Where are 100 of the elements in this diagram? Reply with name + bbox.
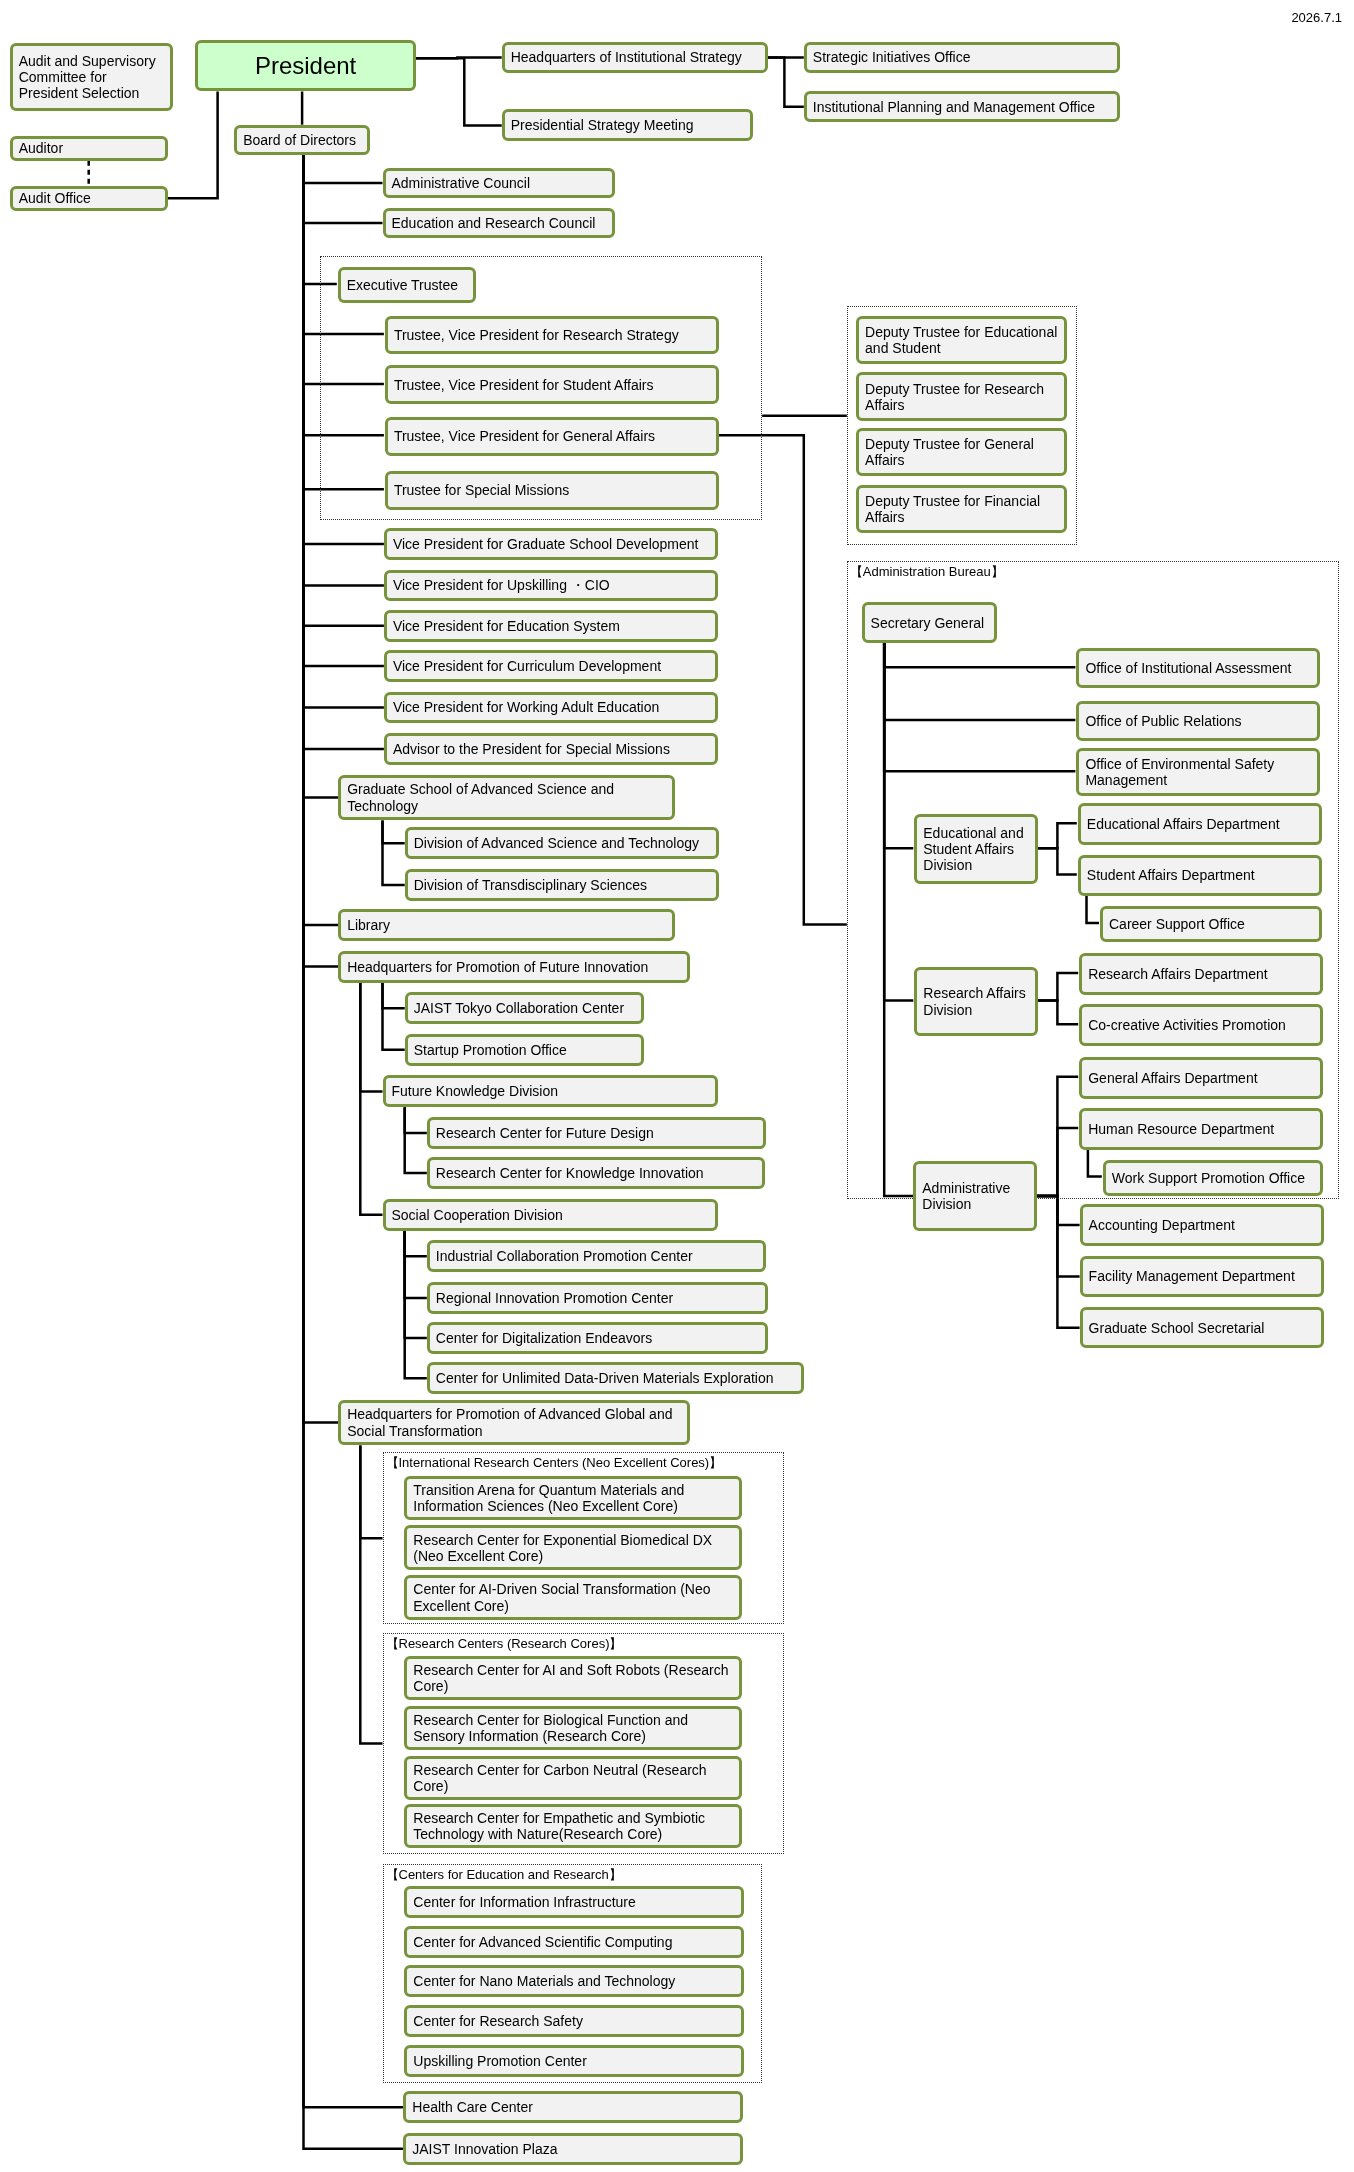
connector-line — [359, 1445, 383, 1745]
unit-label: Research Center for Carbon Neutral (Research Core) — [413, 1761, 708, 1794]
connector-line — [381, 982, 405, 1052]
unit-label: JAIST Tokyo Collaboration Center — [413, 1000, 625, 1017]
unit-box — [9, 42, 174, 111]
unit-box — [1079, 1004, 1324, 1046]
unit-label: Trustee, Vice President for General Affairs — [393, 428, 656, 445]
unit-label: Headquarters for Promotion of Future Innovation — [347, 958, 649, 975]
unit-label: Research Affairs Division — [923, 985, 1027, 1018]
dashed-group-frame — [382, 1864, 763, 2083]
unit-label: Office of Institutional Assessment — [1085, 660, 1292, 677]
dashed-group-frame — [382, 1452, 785, 1625]
unit-box — [1102, 1159, 1324, 1196]
group-heading: 【Centers for Education and Research】 — [385, 1867, 622, 1884]
unit-box — [404, 992, 645, 1025]
unit-label: Headquarters for Promotion of Advanced Global and Social Transformation — [347, 1406, 674, 1439]
unit-box — [9, 135, 168, 161]
unit-box — [403, 2091, 743, 2124]
connector-line — [1036, 999, 1079, 1026]
unit-label: Deputy Trustee for Educational and Student — [865, 323, 1058, 356]
group-heading: 【Research Centers (Research Cores)】 — [385, 1635, 623, 1652]
connector-line — [381, 820, 405, 887]
unit-label: Research Center for Biological Function and Sensory Information (Research Core) — [413, 1711, 689, 1744]
unit-box — [1079, 1108, 1324, 1150]
unit-label: Deputy Trustee for General Affairs — [865, 436, 1035, 469]
unit-box — [1076, 700, 1321, 742]
connector-line — [1085, 895, 1099, 925]
unit-box — [404, 1033, 645, 1066]
connector-line — [717, 433, 847, 926]
unit-label: Center for Information Infrastructure — [413, 1893, 636, 1910]
connector-line — [300, 91, 304, 125]
unit-label: Center for AI-Driven Social Transformation (Neo Excellent Core) — [413, 1581, 712, 1614]
unit-box — [426, 1240, 767, 1273]
unit-label: Board of Directors — [243, 131, 357, 148]
unit-label: Facility Management Department — [1088, 1268, 1295, 1285]
unit-box — [337, 267, 477, 304]
unit-box — [404, 2004, 744, 2037]
unit-box — [404, 1804, 743, 1849]
unit-label: General Affairs Department — [1088, 1069, 1258, 1086]
unit-box — [803, 41, 1120, 74]
unit-box — [403, 2132, 743, 2165]
unit-box — [1079, 1306, 1324, 1349]
unit-box — [1076, 747, 1321, 797]
unit-label: Research Center for Knowledge Innovation — [435, 1165, 704, 1182]
unit-label: Transition Arena for Quantum Materials and Information Sciences (Neo Excellent Core) — [413, 1481, 686, 1514]
unit-label: Administrative Council — [391, 174, 530, 191]
unit-label: Headquarters of Institutional Strategy — [510, 49, 742, 66]
connector-line — [1086, 1148, 1102, 1178]
unit-box — [404, 1525, 743, 1570]
unit-box — [404, 2045, 744, 2078]
unit-label: Trustee for Special Missions — [393, 482, 570, 499]
unit-box — [404, 1755, 743, 1800]
unit-label: Research Center for Empathetic and Symbiotic Technology with Nature(Research Core) — [413, 1810, 707, 1843]
connector-line — [403, 1107, 427, 1175]
unit-label: Division of Transdisciplinary Sciences — [413, 876, 648, 893]
unit-label: Center for Research Safety — [413, 2012, 583, 2029]
unit-label: Division of Advanced Science and Technology — [413, 835, 700, 852]
unit-box — [501, 41, 768, 74]
unit-box — [404, 1925, 744, 1958]
unit-box — [383, 649, 718, 682]
connector-line — [1036, 846, 1077, 876]
connector-line — [167, 91, 219, 200]
unit-box — [382, 167, 616, 199]
dashed-group-frame — [382, 1632, 785, 1855]
unit-label: Future Knowledge Division — [391, 1083, 559, 1100]
unit-label: Audit Office — [18, 190, 91, 207]
unit-box — [383, 528, 718, 560]
unit-label: Co-creative Activities Promotion — [1088, 1017, 1286, 1034]
unit-label: Regional Innovation Promotion Center — [435, 1289, 674, 1306]
dashed-group-frame — [320, 256, 763, 520]
unit-label: Library — [347, 917, 390, 934]
unit-box — [914, 966, 1038, 1037]
unit-label: Advisor to the President for Special Missions — [392, 741, 670, 758]
unit-label: Educational Affairs Department — [1086, 816, 1280, 833]
unit-box — [1079, 1057, 1324, 1099]
unit-box — [338, 1399, 691, 1446]
unit-label: Graduate School Secretarial — [1088, 1319, 1265, 1336]
unit-box — [1079, 1204, 1324, 1246]
unit-box — [856, 372, 1067, 421]
unit-box — [384, 365, 719, 405]
unit-box — [384, 315, 719, 355]
unit-label: Strategic Initiatives Office — [812, 49, 971, 66]
unit-label: Work Support Promotion Office — [1111, 1169, 1305, 1186]
unit-box — [338, 909, 675, 941]
unit-label: President — [254, 50, 357, 81]
unit-box — [914, 814, 1038, 884]
unit-label: Trustee, Vice President for Research Strategy — [393, 326, 679, 343]
connector-line — [767, 56, 804, 108]
connector-line — [762, 414, 847, 418]
unit-label: Health Care Center — [412, 2099, 533, 2116]
unit-box — [426, 1281, 768, 1314]
unit-label: Graduate School of Advanced Science and Technology — [347, 781, 616, 814]
unit-label: Career Support Office — [1109, 915, 1245, 932]
unit-label: Deputy Trustee for Financial Affairs — [865, 492, 1042, 525]
unit-box — [234, 124, 370, 156]
unit-box — [382, 207, 616, 239]
unit-box — [1079, 1255, 1324, 1298]
unit-box — [803, 91, 1120, 122]
unit-box — [404, 827, 720, 860]
unit-label: Executive Trustee — [346, 277, 459, 294]
